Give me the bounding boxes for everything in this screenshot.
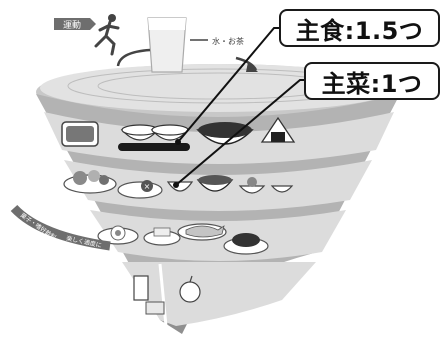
snacks-label: 菓子・嗜好飲料	[19, 211, 58, 242]
salad-plate-icon	[63, 170, 117, 194]
pickled-vegetables-icon	[238, 177, 266, 194]
water-label: 水・お茶	[212, 36, 244, 46]
water-glass-icon	[147, 17, 187, 73]
staple-food-callout: 主食:1.5つ	[279, 9, 440, 47]
meat-dish-icon	[223, 233, 269, 255]
bread-icon	[61, 121, 99, 147]
mushroom-dish-icon	[270, 185, 294, 193]
onigiri-icon	[260, 116, 296, 143]
tofu-dish-icon	[143, 227, 181, 246]
staple-food-callout-text: 主食:1.5つ	[295, 16, 424, 45]
callout-leader-main	[173, 79, 305, 188]
spin-arrows	[116, 48, 258, 72]
svg-text:×: ×	[144, 182, 151, 191]
exercise-badge: 運動	[54, 18, 96, 31]
noodle-bowl-icon	[196, 122, 254, 145]
cheese-icon	[145, 301, 165, 315]
milk-glass-icon	[133, 275, 149, 301]
exercise-label: 運動	[63, 20, 81, 31]
vegetable-plate-icon: ×	[117, 180, 163, 199]
snacks-sub-label: 楽しく適度に	[66, 234, 103, 249]
runner-icon	[94, 14, 120, 56]
tier-milk-and-fruit	[122, 262, 316, 327]
main-dish-callout-text: 主菜:1つ	[321, 69, 423, 98]
apple-icon	[179, 275, 201, 303]
fish-dish-icon	[177, 223, 227, 241]
soup-bowl-icon	[196, 175, 234, 192]
main-dish-callout: 主菜:1つ	[304, 62, 440, 100]
egg-dish-icon	[97, 225, 139, 245]
callout-leader-staple	[175, 27, 280, 145]
